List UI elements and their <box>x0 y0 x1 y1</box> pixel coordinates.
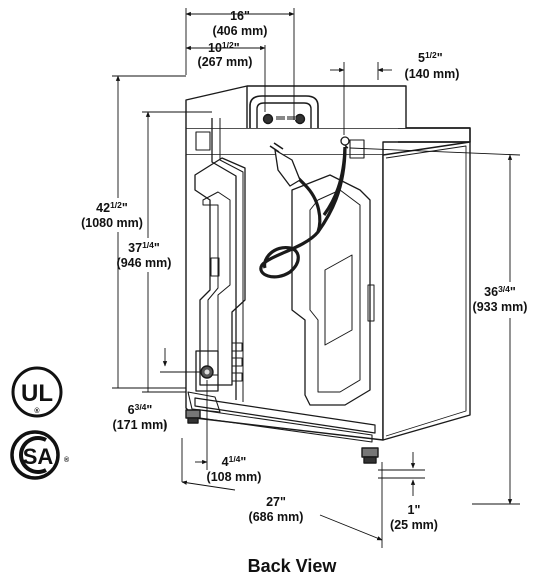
dim-foot-clearance: 1" (25 mm) <box>390 503 438 532</box>
dim-hookup-offset-mm: (267 mm) <box>198 55 253 69</box>
dim-width-top: 16" (406 mm) <box>213 9 268 38</box>
dim-cabinet-height-mm: (933 mm) <box>473 300 528 314</box>
ul-logo-text: UL <box>21 380 53 407</box>
dim-hookup-offset-in: 101/2" <box>208 40 240 55</box>
dim-width-top-in: 16" <box>230 9 250 23</box>
dim-overall-width-in: 27" <box>266 495 286 509</box>
dim-drain-height: 63/4" (171 mm) <box>113 402 168 432</box>
figure-caption: Back View <box>248 556 338 576</box>
dim-overall-width: 27" (686 mm) <box>249 495 304 524</box>
ul-logo-mark: ® <box>34 407 40 415</box>
dim-hose-height: 371/4" (946 mm) <box>117 240 172 270</box>
cold-inlet-valve <box>294 113 306 125</box>
dim-cord-offset-in: 51/2" <box>418 50 443 65</box>
washer-illustration <box>185 85 471 464</box>
dim-drain-side: 41/4" (108 mm) <box>207 454 262 484</box>
dim-drain-height-mm: (171 mm) <box>113 418 168 432</box>
dim-cabinet-height: 363/4" (933 mm) <box>473 284 528 314</box>
dim-drain-height-in: 63/4" <box>128 402 153 417</box>
ul-logo: UL ® <box>11 366 63 418</box>
dim-drain-side-mm: (108 mm) <box>207 470 262 484</box>
left-foot <box>185 409 201 419</box>
dimension-lines <box>112 8 521 548</box>
dim-width-top-mm: (406 mm) <box>213 24 268 38</box>
dimension-labels: 16" (406 mm) 101/2" (267 mm) 51/2" (140 … <box>81 9 527 532</box>
dim-overall-height-mm: (1080 mm) <box>81 216 143 230</box>
dim-hookup-offset: 101/2" (267 mm) <box>198 40 253 69</box>
power-cord <box>259 146 347 279</box>
dim-overall-width-mm: (686 mm) <box>249 510 304 524</box>
dim-foot-clearance-in: 1" <box>408 503 421 517</box>
back-panel-right-cutout <box>291 174 371 406</box>
dim-cord-offset: 51/2" (140 mm) <box>405 50 460 81</box>
dim-overall-height: 421/2" (1080 mm) <box>81 200 143 230</box>
dim-cord-offset-mm: (140 mm) <box>405 67 460 81</box>
back-panel-left-cutout <box>194 157 246 386</box>
hot-inlet-valve <box>262 113 274 125</box>
dim-hose-height-in: 371/4" <box>128 240 160 255</box>
back-panel-center-channel <box>211 118 237 400</box>
dim-cabinet-height-in: 363/4" <box>484 284 516 299</box>
dim-drain-side-in: 41/4" <box>222 454 247 469</box>
power-plug <box>274 149 301 187</box>
dim-foot-clearance-mm: (25 mm) <box>390 518 438 532</box>
csa-logo-text: SA <box>23 444 54 469</box>
console-handle <box>249 95 319 128</box>
dim-hose-height-mm: (946 mm) <box>117 256 172 270</box>
dim-overall-height-in: 421/2" <box>96 200 128 215</box>
bottom-rail <box>194 397 376 434</box>
right-foot <box>361 447 379 458</box>
csa-logo: SA ® <box>10 430 70 480</box>
csa-logo-mark: ® <box>64 456 70 464</box>
